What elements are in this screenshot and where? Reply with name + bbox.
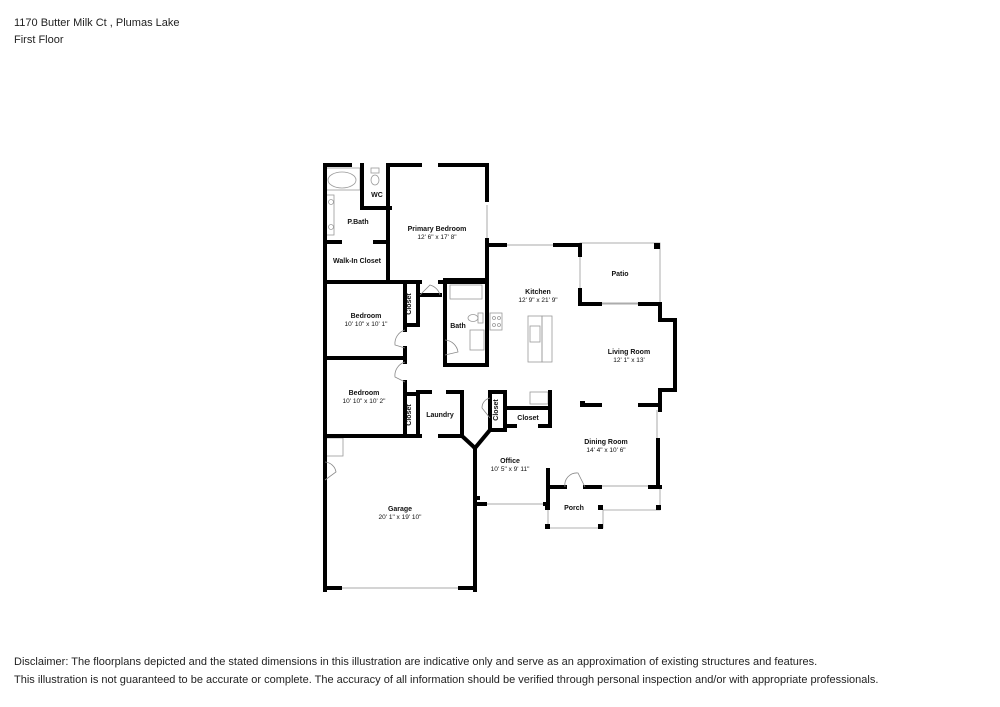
room-closet4: Closet	[517, 415, 539, 422]
room-living: Living Room	[608, 349, 650, 356]
walls	[323, 163, 677, 592]
room-labels: WC P.Bath Walk-In Closet Primary Bedroom…	[333, 192, 650, 521]
room-dining-dims: 14' 4" x 10' 6"	[586, 447, 626, 454]
doors	[324, 284, 586, 488]
floor-label: First Floor	[14, 34, 64, 46]
room-laundry: Laundry	[426, 412, 454, 419]
disclaimer-line-1: Disclaimer: The floorplans depicted and …	[14, 656, 818, 668]
room-bath: Bath	[450, 323, 466, 330]
room-garage-dims: 20' 1" x 19' 10"	[379, 514, 423, 521]
room-closet1: Closet	[406, 293, 413, 315]
room-office: Office	[500, 458, 520, 465]
room-patio: Patio	[611, 271, 628, 278]
room-bed2-dims: 10' 10" x 10' 2"	[343, 398, 387, 405]
room-kitchen: Kitchen	[525, 289, 551, 296]
room-living-dims: 12' 1" x 13'	[613, 357, 645, 364]
room-bed2: Bedroom	[349, 390, 380, 397]
address-title: 1170 Butter Milk Ct , Plumas Lake	[14, 17, 180, 29]
room-bed1: Bedroom	[351, 313, 382, 320]
room-walkin: Walk-In Closet	[333, 258, 382, 265]
room-primary-dims: 12' 6" x 17' 8"	[417, 234, 457, 241]
room-bed1-dims: 10' 10" x 10' 1"	[345, 321, 389, 328]
room-primary: Primary Bedroom	[408, 226, 467, 233]
room-wc: WC	[371, 192, 383, 199]
room-closet3: Closet	[493, 399, 500, 421]
posts	[545, 243, 661, 529]
room-porch: Porch	[564, 505, 584, 512]
room-office-dims: 10' 5" x 9' 11"	[491, 466, 530, 473]
fixtures	[324, 167, 661, 529]
room-closet2: Closet	[406, 404, 413, 426]
room-pbath: P.Bath	[347, 219, 368, 226]
room-garage: Garage	[388, 506, 412, 513]
room-dining: Dining Room	[584, 439, 628, 446]
room-kitchen-dims: 12' 9" x 21' 9"	[518, 297, 558, 304]
disclaimer-line-2: This illustration is not guaranteed to b…	[14, 674, 879, 686]
